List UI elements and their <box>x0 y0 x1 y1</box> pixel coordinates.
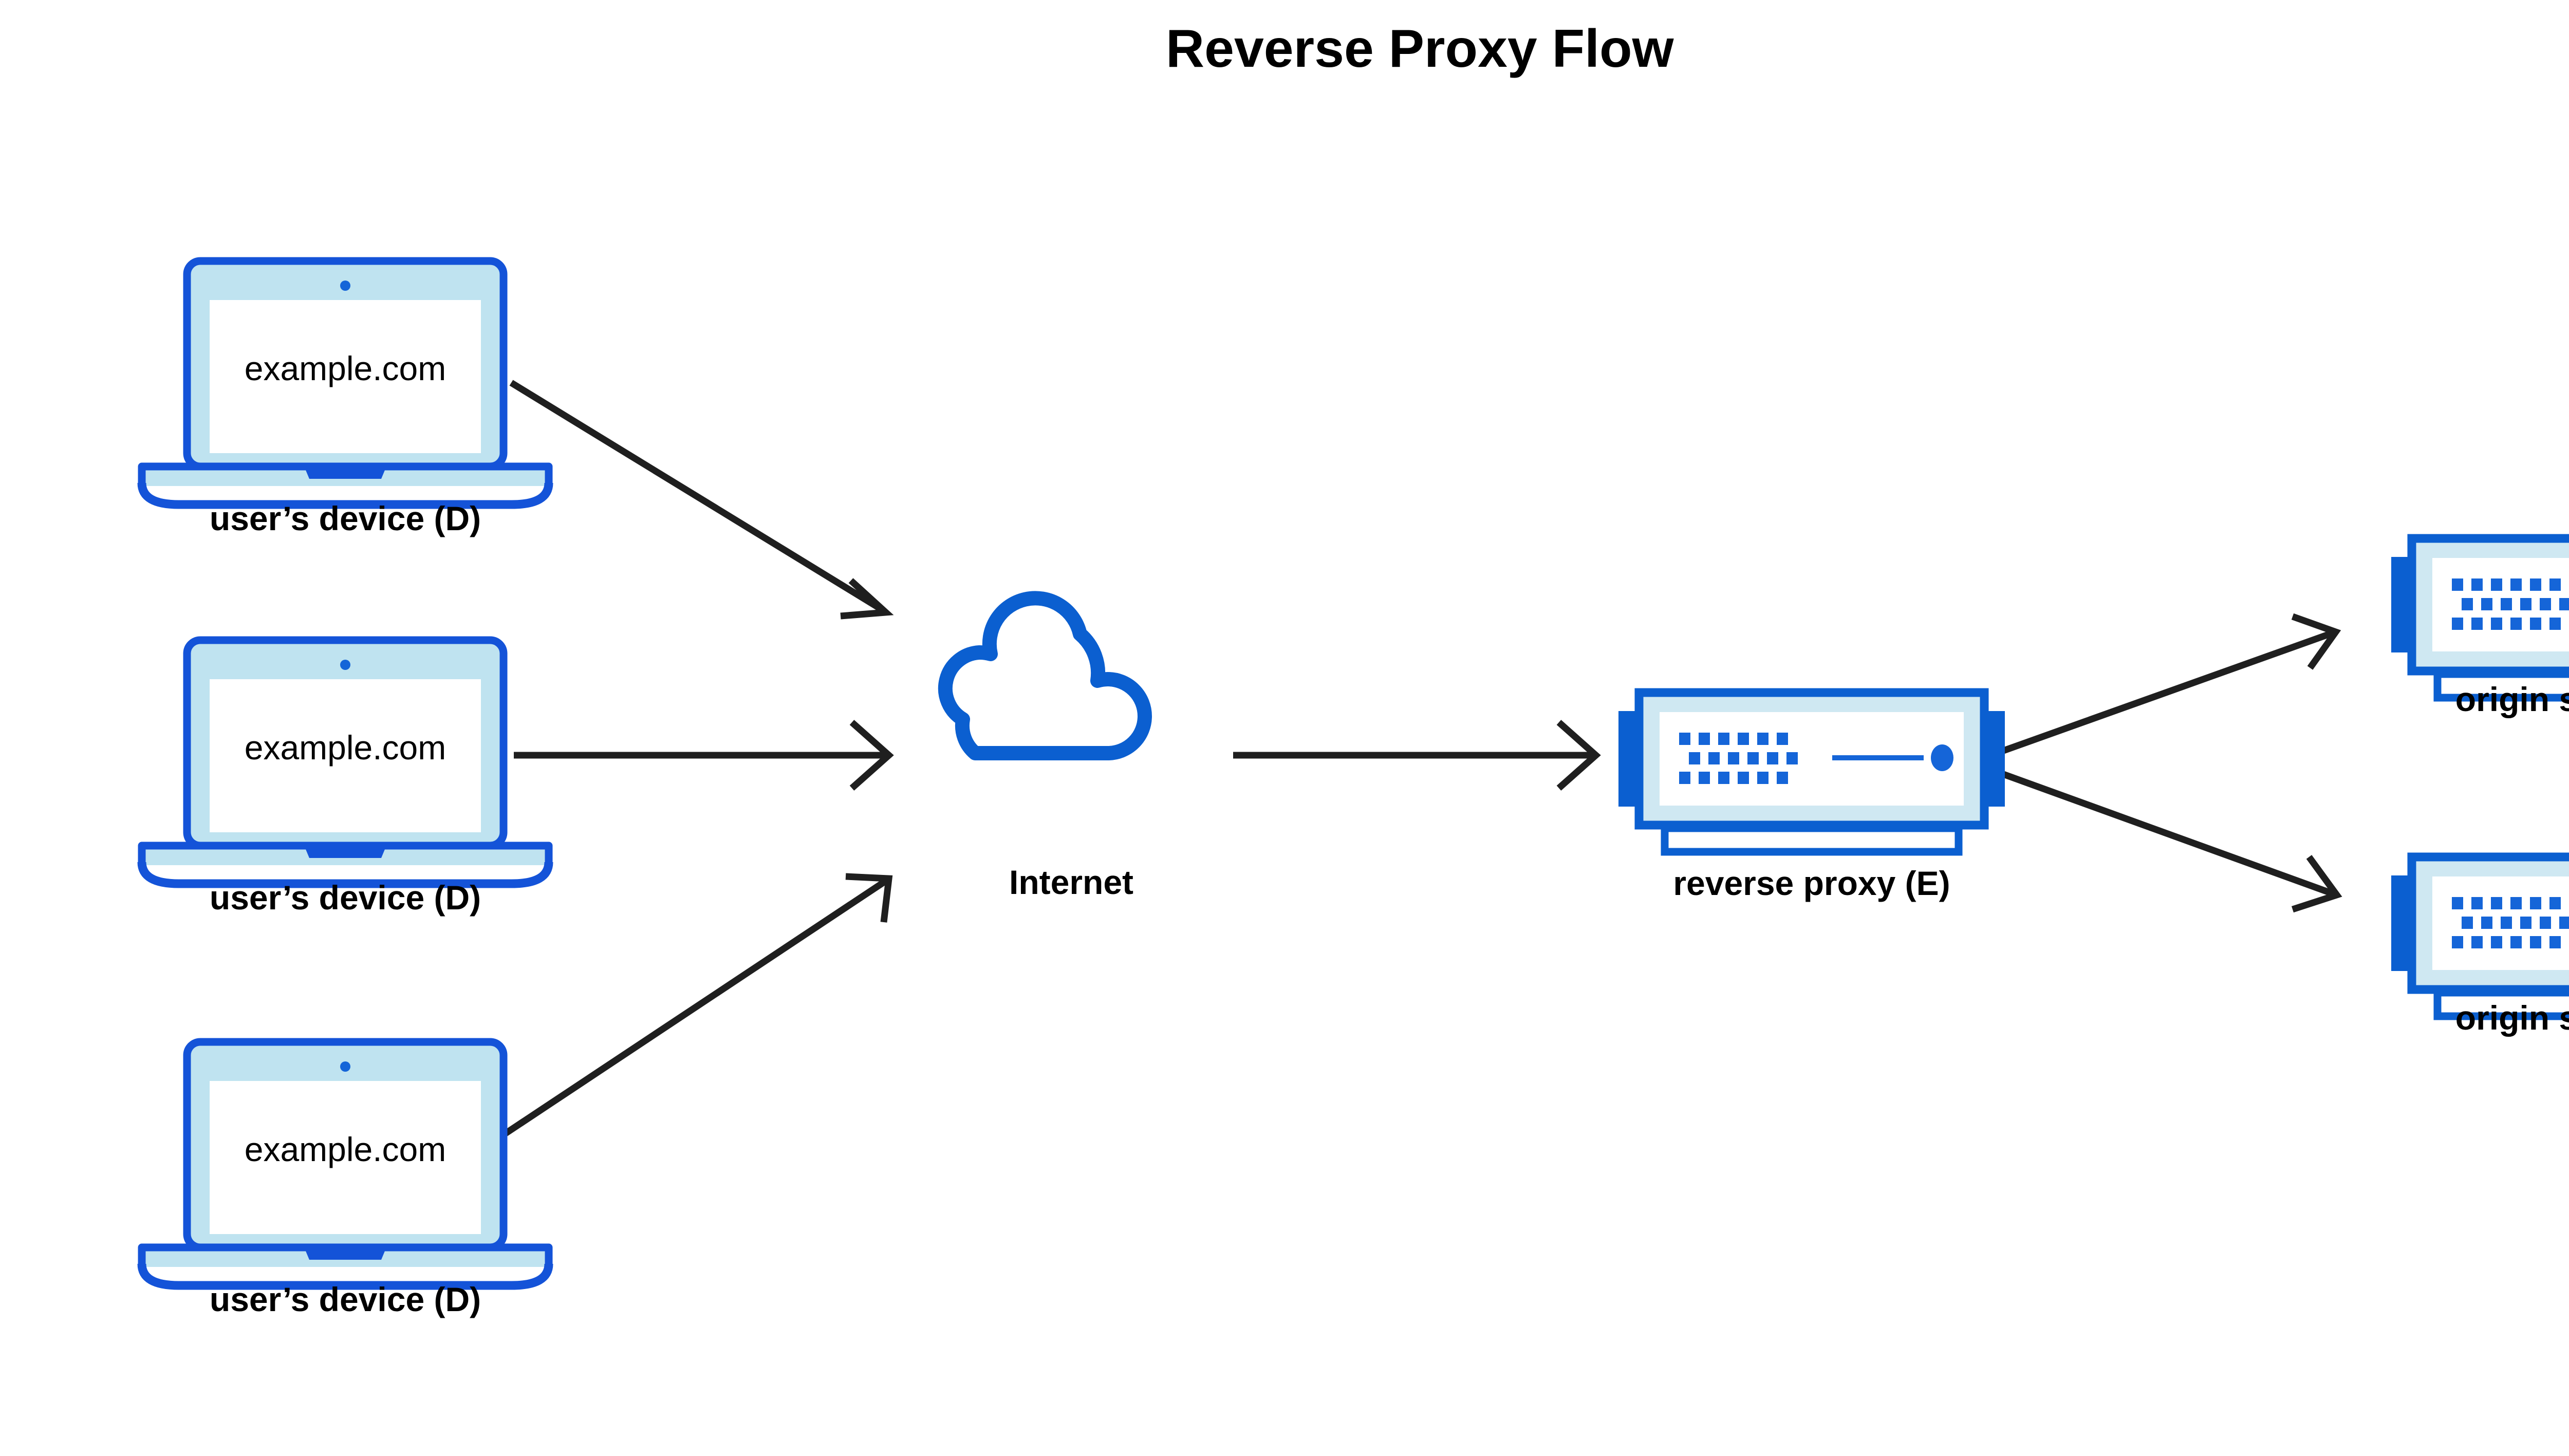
edge-client2-internet <box>514 720 894 791</box>
node-client-2[interactable]: example.com user’s device (D) <box>142 640 549 917</box>
edge-proxy-origin1 <box>1992 613 2341 758</box>
server-icon <box>1618 693 2005 852</box>
cloud-icon <box>945 598 1145 753</box>
internet-label: Internet <box>1009 863 1133 901</box>
node-origin-2[interactable]: origin server (F) <box>2391 857 2569 1037</box>
edge-internet-proxy <box>1233 720 1601 791</box>
reverse-proxy-label: reverse proxy (E) <box>1673 864 1950 902</box>
node-client-1[interactable]: example.com user’s device (D) <box>142 261 549 537</box>
origin-1-label: origin server (F) <box>2455 680 2569 718</box>
client-1-label: user’s device (D) <box>210 499 481 537</box>
server-icon <box>2391 538 2569 698</box>
page-title: Reverse Proxy Flow <box>1166 19 1674 79</box>
node-client-3[interactable]: example.com user’s device (D) <box>142 1042 549 1318</box>
client-3-label: user’s device (D) <box>210 1280 481 1318</box>
node-internet[interactable]: Internet <box>945 598 1145 901</box>
origin-2-label: origin server (F) <box>2455 999 2569 1037</box>
edge-layer <box>500 380 2342 1138</box>
client-2-label: user’s device (D) <box>210 879 481 917</box>
edge-proxy-origin2 <box>1992 767 2342 913</box>
edge-client3-internet <box>500 873 893 1138</box>
node-reverse-proxy[interactable]: reverse proxy (E) <box>1618 693 2005 902</box>
edge-client1-internet <box>509 380 894 620</box>
server-icon <box>2391 857 2569 1016</box>
client-screen-text: example.com <box>245 1130 446 1168</box>
client-screen-text: example.com <box>245 349 446 387</box>
client-screen-text: example.com <box>245 729 446 767</box>
node-origin-1[interactable]: origin server (F) <box>2391 538 2569 718</box>
